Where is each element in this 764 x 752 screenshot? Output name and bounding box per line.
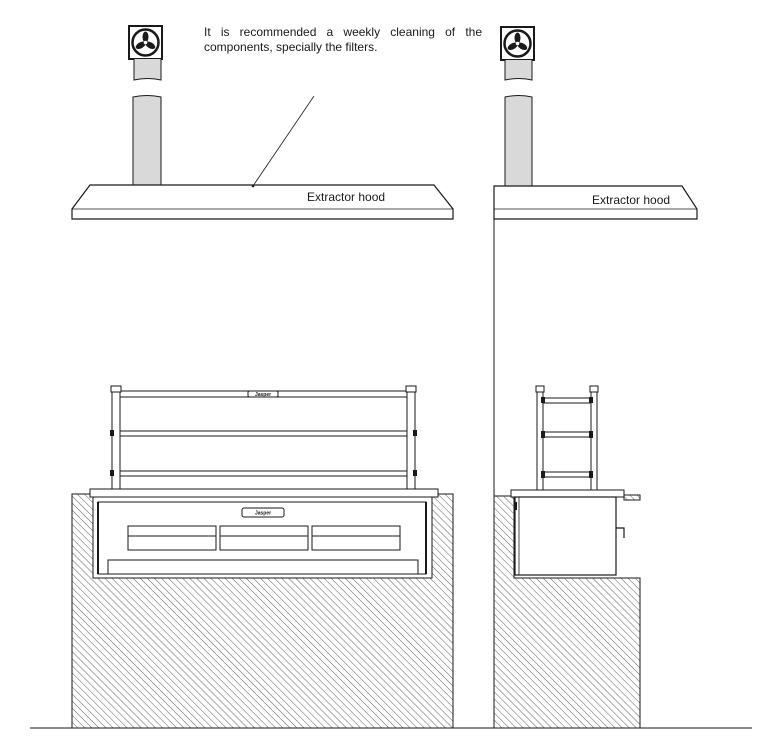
fan-icon (128, 25, 163, 60)
duct-lower-side (504, 95, 533, 187)
fan-icon (500, 26, 535, 61)
brand-plate-front: Jasper (241, 507, 285, 518)
cleaning-note: It is recommended a weekly cleaning of t… (204, 25, 482, 54)
brand-plate-top: Jasper (247, 390, 279, 398)
duct-lower (132, 95, 162, 186)
duct-upper (133, 59, 162, 81)
extractor-hood (71, 184, 454, 220)
sneeze-guard-front (110, 385, 417, 492)
front-view: Extractor hood Jasper (71, 25, 454, 729)
hood-label-front: Extractor hood (307, 190, 385, 204)
hood-label-side: Extractor hood (592, 193, 670, 207)
svg-text:Jasper: Jasper (255, 392, 271, 398)
counter-top-side (510, 489, 625, 498)
duct-upper-side (504, 60, 533, 81)
svg-text:Jasper: Jasper (255, 511, 271, 517)
leader-line (252, 95, 315, 187)
extractor-hood-side (493, 185, 698, 220)
sneeze-guard-side (535, 385, 599, 492)
unit-body-side (514, 496, 617, 576)
front-panels (127, 525, 401, 551)
counter-top-front (89, 488, 439, 498)
side-view: Extractor hood (493, 26, 698, 729)
